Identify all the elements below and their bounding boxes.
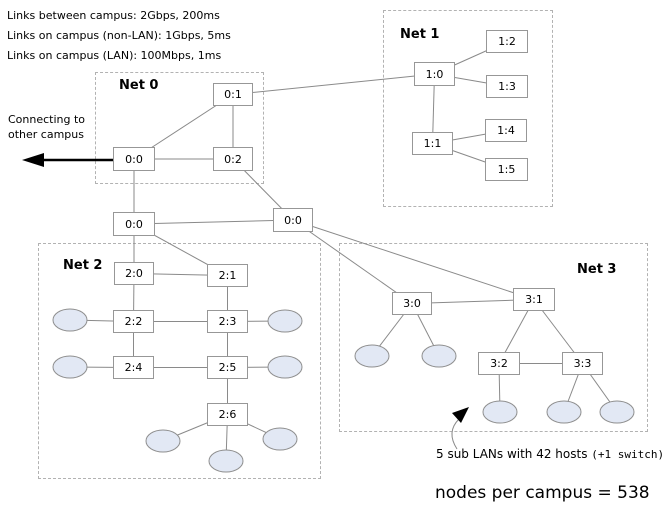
sub-lans-annotation: 5 sub LANs with 42 hosts (+1 switch) [436, 447, 664, 461]
sub-lans-switch-note: (+1 switch) [591, 448, 665, 461]
network-boundary-net2 [38, 243, 321, 479]
network-label-net1: Net 1 [400, 27, 440, 42]
nodes-per-campus-label: nodes per campus = 538 [435, 483, 650, 503]
legend-line-lan: Links on campus (LAN): 100Mbps, 1ms [7, 49, 222, 62]
legend-line-between-campus: Links between campus: 2Gbps, 200ms [7, 9, 220, 22]
network-label-net3: Net 3 [577, 262, 617, 277]
network-label-net0: Net 0 [119, 78, 159, 93]
link-speed-legend: Links between campus: 2Gbps, 200ms Links… [7, 6, 231, 66]
network-label-net2: Net 2 [63, 258, 103, 273]
connecting-other-campus-label: Connecting to other campus [8, 113, 86, 141]
sub-lans-text: 5 sub LANs with 42 hosts [436, 447, 592, 461]
network-boundary-net0 [95, 72, 264, 184]
legend-line-non-lan: Links on campus (non-LAN): 1Gbps, 5ms [7, 29, 231, 42]
network-boundary-net1 [383, 10, 553, 207]
